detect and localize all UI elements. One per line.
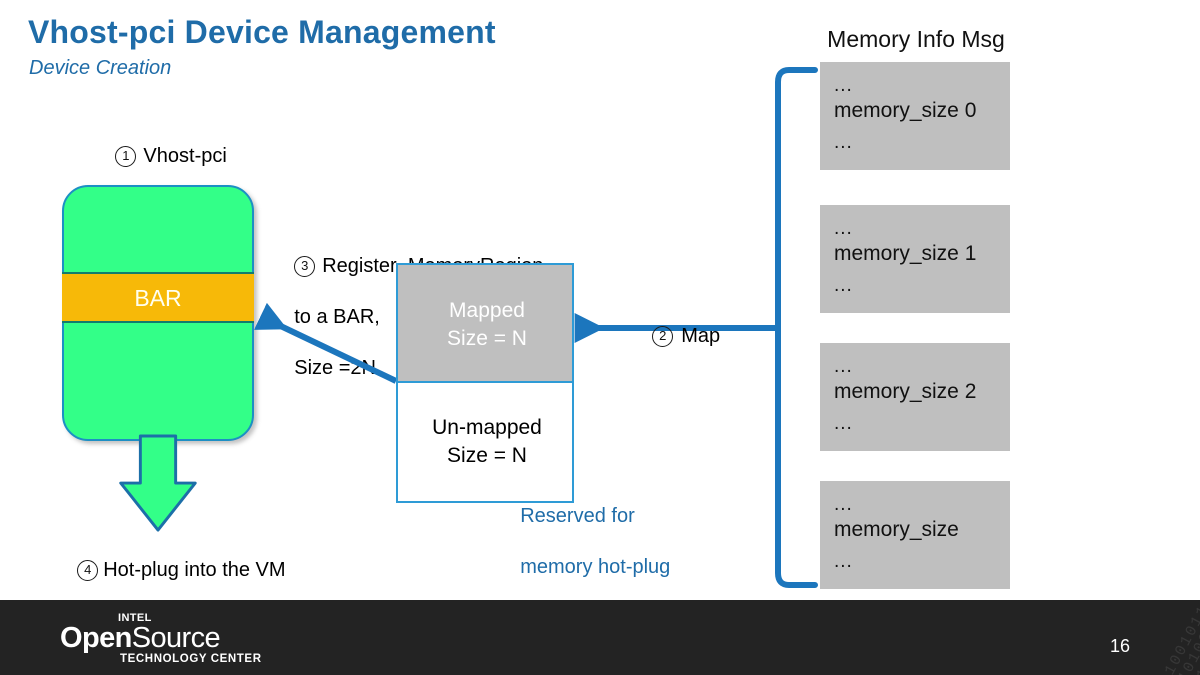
bar-label: BAR	[134, 285, 182, 311]
hotplug-label: Hot-plug into the VM	[103, 558, 286, 581]
ellipsis-bottom: ...	[834, 275, 853, 296]
ellipsis-bottom: ...	[834, 551, 853, 572]
map-label: 2 Map	[630, 298, 720, 375]
device-caption-line1: Vhost-pci	[143, 144, 227, 167]
register-line3: Size =2N	[294, 356, 376, 379]
memory-info-block: ... memory_size 2 ...	[820, 343, 1010, 451]
binary-texture: 1010011010010110100101101001011010010110…	[955, 600, 1200, 675]
memory-size-label: memory_size 0	[834, 99, 977, 122]
memory-info-block: ... memory_size ...	[820, 481, 1010, 589]
step-4-badge: 4	[77, 559, 99, 581]
ellipsis-bottom: ...	[834, 413, 853, 434]
unmapped-line1: Un-mapped	[432, 416, 542, 439]
logo-open-text: Open	[60, 622, 132, 654]
hotplug-down-arrow-icon	[119, 434, 197, 532]
intel-open-source-logo: INTEL OpenSource TECHNOLOGY CENTER	[60, 612, 280, 665]
map-text: Map	[681, 324, 721, 347]
logo-source-text: Source	[131, 622, 221, 654]
mapped-line2: Size = N	[447, 327, 527, 351]
unmapped-memory-label: Un-mapped Size = N	[398, 414, 576, 471]
mapped-memory-label: Mapped Size = N	[398, 297, 576, 354]
step-3-badge: 3	[294, 255, 316, 277]
ellipsis-top: ...	[834, 218, 853, 239]
ellipsis-top: ...	[834, 75, 853, 96]
reserved-note: Reserved for memory hot-plug	[498, 478, 670, 606]
memory-size-label: memory_size 2	[834, 380, 977, 403]
ellipsis-bottom: ...	[834, 132, 853, 153]
ellipsis-top: ...	[834, 494, 853, 515]
bar-region	[62, 272, 254, 323]
page-title: Vhost-pci Device Management	[28, 14, 496, 50]
unmapped-memory-block: Un-mapped Size = N	[396, 383, 574, 503]
logo-intel-text: INTEL	[118, 612, 152, 624]
register-line2: to a BAR,	[294, 305, 380, 328]
mapped-line1: Mapped	[449, 299, 525, 322]
memory-info-block: ... memory_size 1 ...	[820, 205, 1010, 313]
mapped-memory-block: Mapped Size = N	[396, 263, 574, 383]
reserved-note-line2: memory hot-plug	[520, 555, 671, 578]
reserved-note-line1: Reserved for	[520, 504, 635, 527]
page-number: 16	[1110, 636, 1131, 656]
ellipsis-top: ...	[834, 356, 853, 377]
memory-size-label: memory_size 1	[834, 242, 977, 265]
step-1-badge: 1	[115, 145, 137, 167]
memory-info-block: ... memory_size 0 ...	[820, 62, 1010, 170]
slide-footer: 1010011010010110100101101001011010010110…	[0, 600, 1200, 675]
unmapped-line2: Size = N	[447, 444, 527, 468]
step-2-badge: 2	[652, 325, 674, 347]
logo-tagline: TECHNOLOGY CENTER	[120, 653, 262, 665]
logo-main-text: OpenSource	[60, 622, 221, 655]
page-subtitle: Device Creation	[29, 57, 172, 79]
memory-size-label: memory_size	[834, 518, 959, 541]
memory-info-msg-title: Memory Info Msg	[827, 26, 1005, 52]
